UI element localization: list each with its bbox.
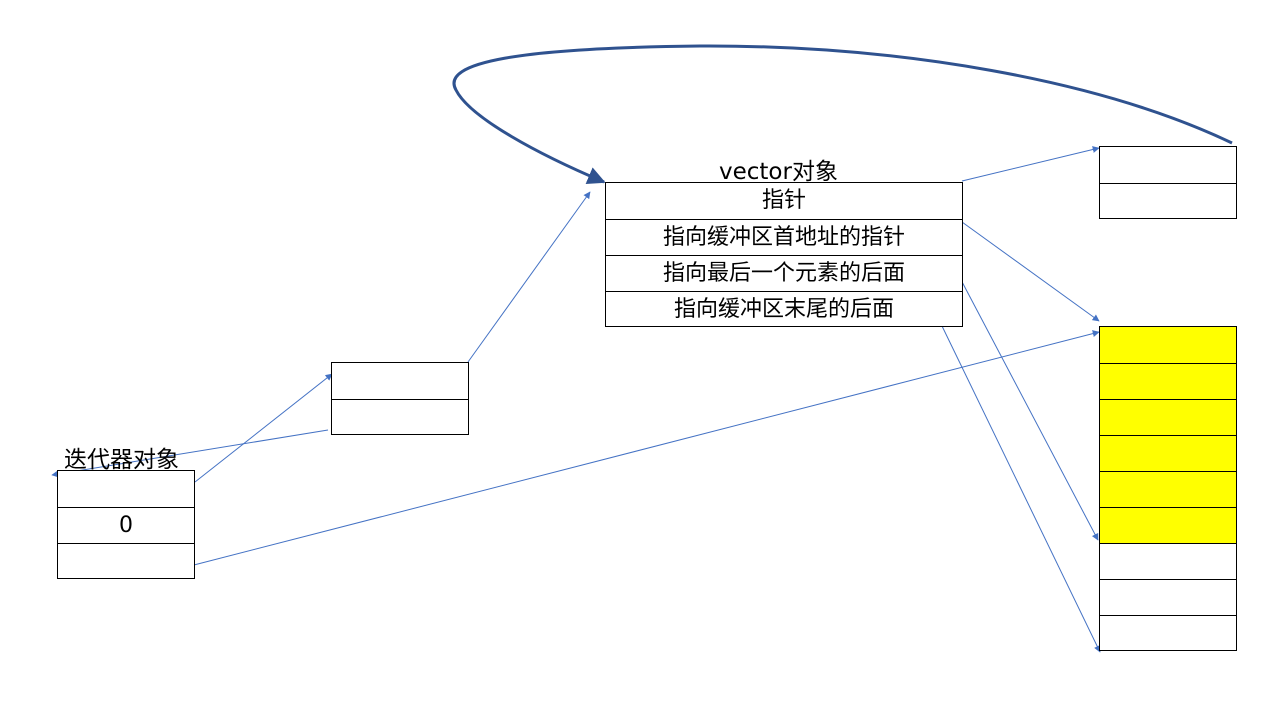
buffer-cell-empty bbox=[1100, 579, 1236, 615]
buffer-cell-empty bbox=[1100, 615, 1236, 651]
middle-box bbox=[331, 362, 469, 435]
iterator-object-title: 迭代器对象 bbox=[64, 447, 179, 473]
buffer-cell-empty bbox=[1100, 543, 1236, 579]
vector-field-last-element: 指向最后一个元素的后面 bbox=[606, 255, 962, 291]
proxy-box bbox=[1099, 146, 1237, 219]
curve-arrow-proxy-to-vector bbox=[452, 44, 1233, 184]
buffer-cell-used bbox=[1100, 471, 1236, 507]
vector-object-title: vector对象 bbox=[719, 159, 838, 185]
buffer-cell-used bbox=[1100, 399, 1236, 435]
middle-box-cell bbox=[332, 399, 468, 435]
vector-object: 指针 指向缓冲区首地址的指针 指向最后一个元素的后面 指向缓冲区末尾的后面 bbox=[605, 182, 963, 327]
vector-field-buffer-end: 指向缓冲区末尾的后面 bbox=[606, 291, 962, 327]
buffer-cell-used bbox=[1100, 327, 1236, 363]
proxy-box-cell bbox=[1100, 183, 1236, 219]
arrow-middle-to-iterator bbox=[51, 429, 329, 478]
arrow-middle-to-vector bbox=[467, 191, 591, 363]
buffer-cell-used bbox=[1100, 435, 1236, 471]
iterator-field-value: 0 bbox=[58, 507, 194, 543]
arrow-buffer-start bbox=[961, 221, 1100, 322]
iterator-field bbox=[58, 471, 194, 507]
arrow-buffer-end bbox=[941, 325, 1101, 653]
arrow-iterator-to-middle bbox=[194, 373, 333, 483]
vector-field-pointer: 指针 bbox=[761, 188, 806, 213]
iterator-object: 0 bbox=[57, 470, 195, 579]
arrow-pointer-to-proxy bbox=[961, 146, 1100, 182]
proxy-box-cell bbox=[1100, 147, 1236, 183]
iterator-field bbox=[58, 543, 194, 579]
buffer-cell-used bbox=[1100, 363, 1236, 399]
arrow-last-element bbox=[959, 277, 1099, 541]
arrow-iterator-to-buffer bbox=[189, 330, 1100, 567]
middle-box-cell bbox=[332, 363, 468, 399]
buffer-cell-used bbox=[1100, 507, 1236, 543]
buffer bbox=[1099, 326, 1237, 651]
vector-field-buffer-start: 指向缓冲区首地址的指针 bbox=[606, 219, 962, 255]
